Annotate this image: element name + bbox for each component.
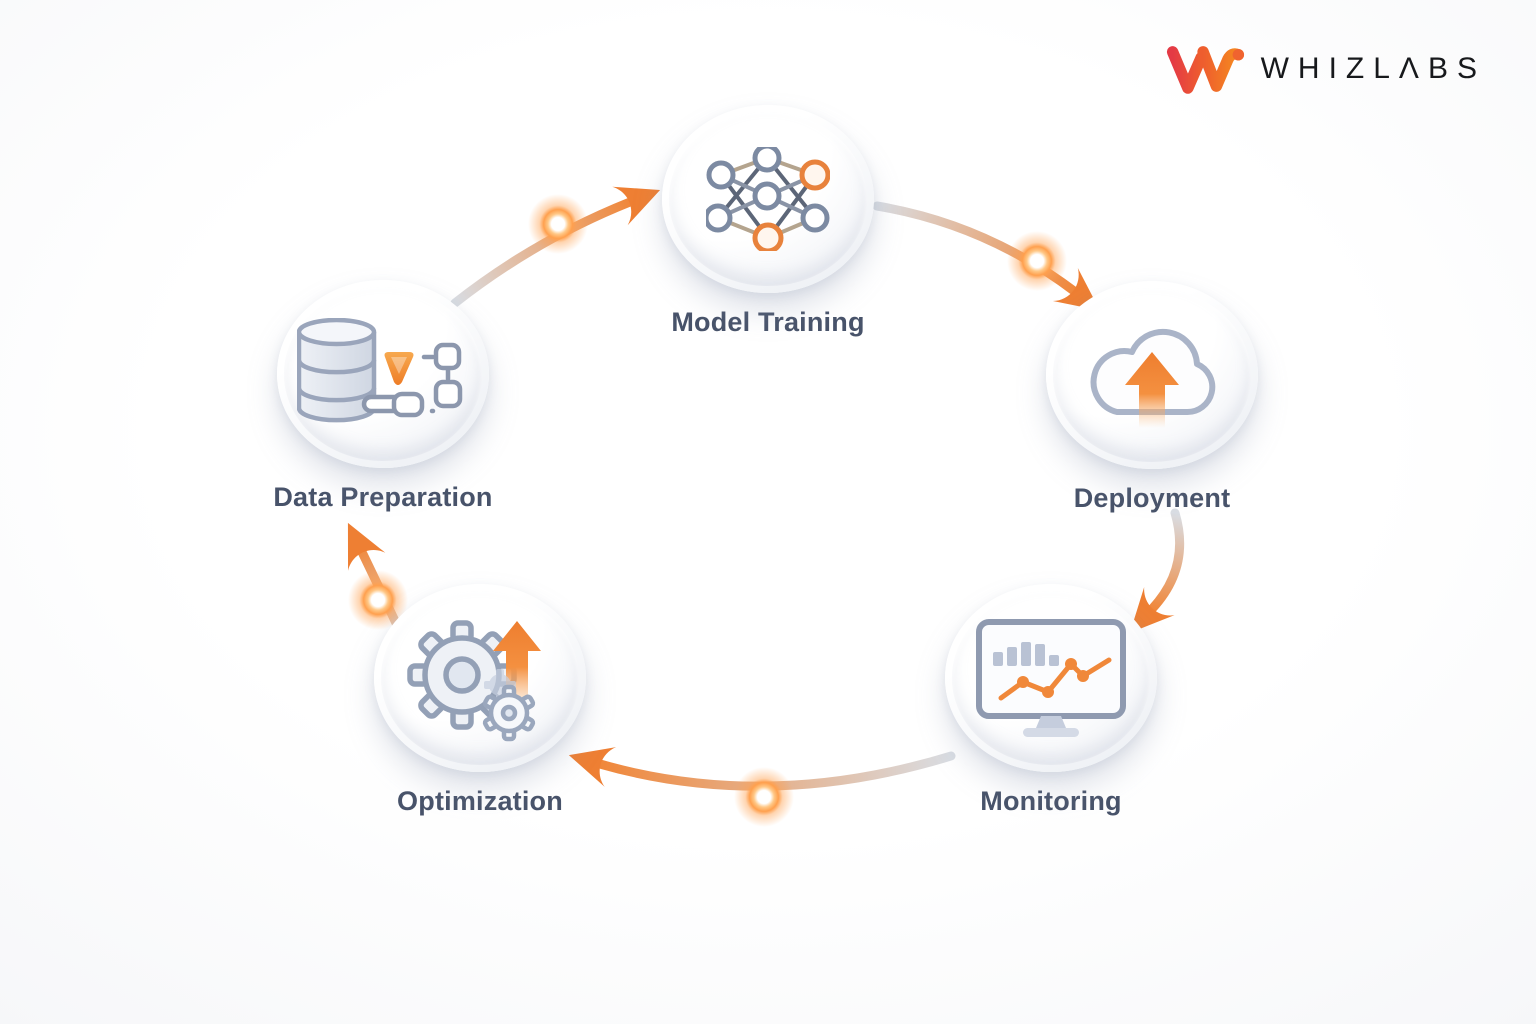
node-bubble-monitoring — [945, 584, 1157, 772]
whizlabs-logo: WHIZLΛBS — [1165, 42, 1486, 96]
glow-dot — [1007, 231, 1067, 291]
cloud-upload-icon — [1090, 328, 1216, 428]
node-optimization: Optimization — [340, 584, 620, 817]
node-label-optimization: Optimization — [397, 786, 563, 816]
database-funnel-flow-icon — [297, 318, 463, 423]
node-data-preparation: Data Preparation — [243, 280, 523, 513]
node-bubble-optimization — [374, 584, 586, 772]
monitor-analytics-icon — [976, 619, 1126, 737]
node-deployment: Deployment — [1012, 281, 1292, 514]
node-bubble-data-preparation — [277, 280, 489, 468]
glow-dot — [528, 194, 588, 254]
node-label-deployment: Deployment — [1073, 483, 1231, 513]
node-model-training: Model Training — [628, 105, 908, 338]
whizlabs-wordmark: WHIZLΛBS — [1260, 52, 1486, 85]
node-monitoring: Monitoring — [911, 584, 1191, 817]
node-bubble-deployment — [1046, 281, 1258, 469]
arrow-deployment-to-monitoring — [1129, 508, 1185, 633]
neural-network-icon — [706, 147, 830, 251]
whizlabs-logo-icon — [1166, 46, 1244, 94]
node-label-model-training: Model Training — [671, 307, 865, 337]
node-label-monitoring: Monitoring — [980, 786, 1122, 816]
gears-upgrade-icon — [407, 620, 541, 742]
node-label-data-preparation: Data Preparation — [273, 482, 493, 512]
node-bubble-model-training — [662, 105, 874, 293]
glow-dot — [734, 767, 794, 827]
glow-dot — [348, 570, 408, 630]
